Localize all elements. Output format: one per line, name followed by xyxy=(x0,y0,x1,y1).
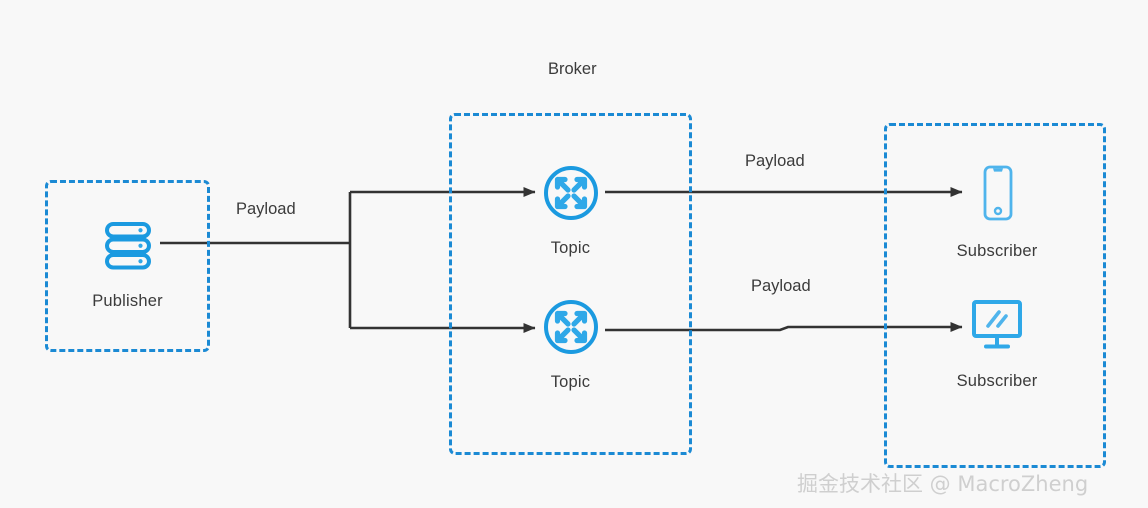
router-arrows-circle-icon xyxy=(542,164,600,222)
edge-topic-2-to-subscriber-2 xyxy=(605,322,963,332)
node-subscriber-2: Subscriber xyxy=(957,296,1037,391)
broker-zone-title: Broker xyxy=(548,60,597,78)
mobile-phone-icon xyxy=(969,162,1025,224)
node-subscriber-1: Subscriber xyxy=(957,162,1037,261)
edge-label-publisher-to-topics: Payload xyxy=(236,200,296,218)
router-arrows-circle-icon xyxy=(542,298,600,356)
broker-zone xyxy=(449,113,692,455)
desktop-monitor-icon xyxy=(966,296,1028,354)
node-publisher-label: Publisher xyxy=(92,292,163,310)
edge-label-topic-1-to-subscriber-1: Payload xyxy=(745,152,805,170)
node-topic-2: Topic xyxy=(538,298,603,392)
node-subscriber-2-label: Subscriber xyxy=(956,372,1038,390)
edge-label-topic-2-to-subscriber-2: Payload xyxy=(751,277,811,295)
node-topic-1-label: Topic xyxy=(550,239,591,257)
node-publisher: Publisher xyxy=(92,214,163,311)
node-topic-2-label: Topic xyxy=(550,373,591,391)
publisher-zone xyxy=(45,180,210,352)
node-topic-1: Topic xyxy=(538,164,603,258)
server-stack-icon xyxy=(97,214,159,276)
node-subscriber-1-label: Subscriber xyxy=(956,242,1038,260)
watermark: 掘金技术社区 @ MacroZheng xyxy=(797,472,1089,496)
subscriber-zone xyxy=(884,123,1106,468)
